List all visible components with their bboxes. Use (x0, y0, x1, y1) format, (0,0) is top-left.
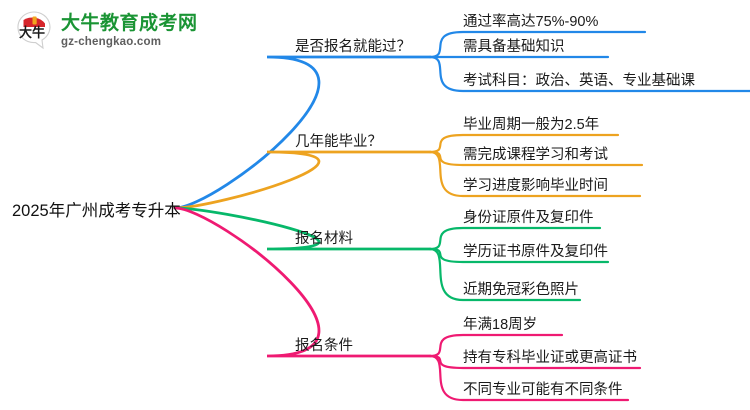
leaf-label-4-2[interactable]: 持有专科毕业证或更高证书 (463, 350, 637, 366)
branch-label-4[interactable]: 报名条件 (295, 338, 353, 354)
leaf-label-2-1[interactable]: 毕业周期一般为2.5年 (463, 117, 600, 133)
leaf-label-3-3[interactable]: 近期免冠彩色照片 (463, 282, 579, 298)
logo-text: 大牛教育成考网 gz-chengkao.com (61, 14, 198, 48)
leaf-label-1-3[interactable]: 考试科目：政治、英语、专业基础课 (463, 73, 695, 89)
root-node[interactable]: 2025年广州成考专升本 (12, 202, 181, 220)
leaf-label-3-2[interactable]: 学历证书原件及复印件 (463, 244, 608, 260)
leaf-label-4-3[interactable]: 不同专业可能有不同条件 (463, 382, 623, 398)
leaf-label-2-3[interactable]: 学习进度影响毕业时间 (463, 178, 608, 194)
branch-label-2[interactable]: 几年能毕业？ (295, 134, 382, 150)
branch-label-3[interactable]: 报名材料 (295, 231, 353, 247)
logo-mark-icon: 大牛 (14, 11, 54, 51)
leaf-label-2-2[interactable]: 需完成课程学习和考试 (463, 147, 608, 163)
site-logo: 大牛 大牛教育成考网 gz-chengkao.com (14, 8, 224, 54)
leaf-label-4-1[interactable]: 年满18周岁 (463, 317, 538, 333)
svg-text:大牛: 大牛 (19, 25, 45, 40)
logo-subtitle: gz-chengkao.com (61, 35, 162, 48)
leaf-label-1-1[interactable]: 通过率高达75%-90% (463, 14, 599, 30)
leaf-label-3-1[interactable]: 身份证原件及复印件 (463, 210, 594, 226)
leaf-label-1-2[interactable]: 需具备基础知识 (463, 39, 565, 55)
logo-title: 大牛教育成考网 (61, 13, 198, 34)
branch-label-1[interactable]: 是否报名就能过？ (295, 39, 411, 55)
